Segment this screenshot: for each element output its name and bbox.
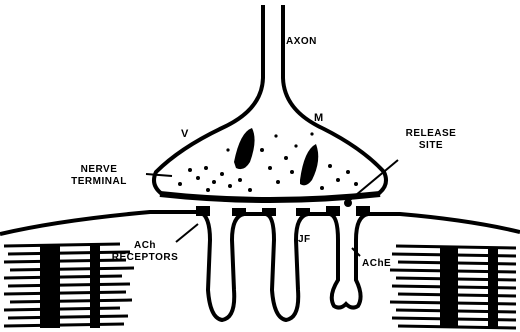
terminal-base <box>160 194 380 200</box>
release-site-label: RELEASE SITE <box>396 128 466 152</box>
m-label: M <box>314 112 324 124</box>
axon-right-membrane <box>283 5 386 200</box>
ache-label: AChE <box>362 258 391 270</box>
v-label: V <box>181 128 189 140</box>
synaptic-vesicles <box>178 132 358 192</box>
release-site-label-line2: SITE <box>396 140 466 152</box>
nerve-terminal-label: NERVE TERMINAL <box>54 164 144 188</box>
release-site-label-line1: RELEASE <box>396 128 466 140</box>
nerve-terminal-label-line1: NERVE <box>54 164 144 176</box>
jf-label: JF <box>298 234 311 246</box>
axon-left-membrane <box>154 5 263 200</box>
ach-receptors-label-line1: ACh <box>100 240 190 252</box>
ach-receptors-label-line2: RECEPTORS <box>100 252 190 264</box>
mitochondrion-right <box>300 144 318 185</box>
mitochondrion-left <box>234 128 255 169</box>
nerve-terminal-label-line2: TERMINAL <box>54 176 144 188</box>
ach-receptors-label: ACh RECEPTORS <box>100 240 190 264</box>
nerve-terminal-leader <box>146 174 172 176</box>
axon-label: AXON <box>286 36 317 48</box>
